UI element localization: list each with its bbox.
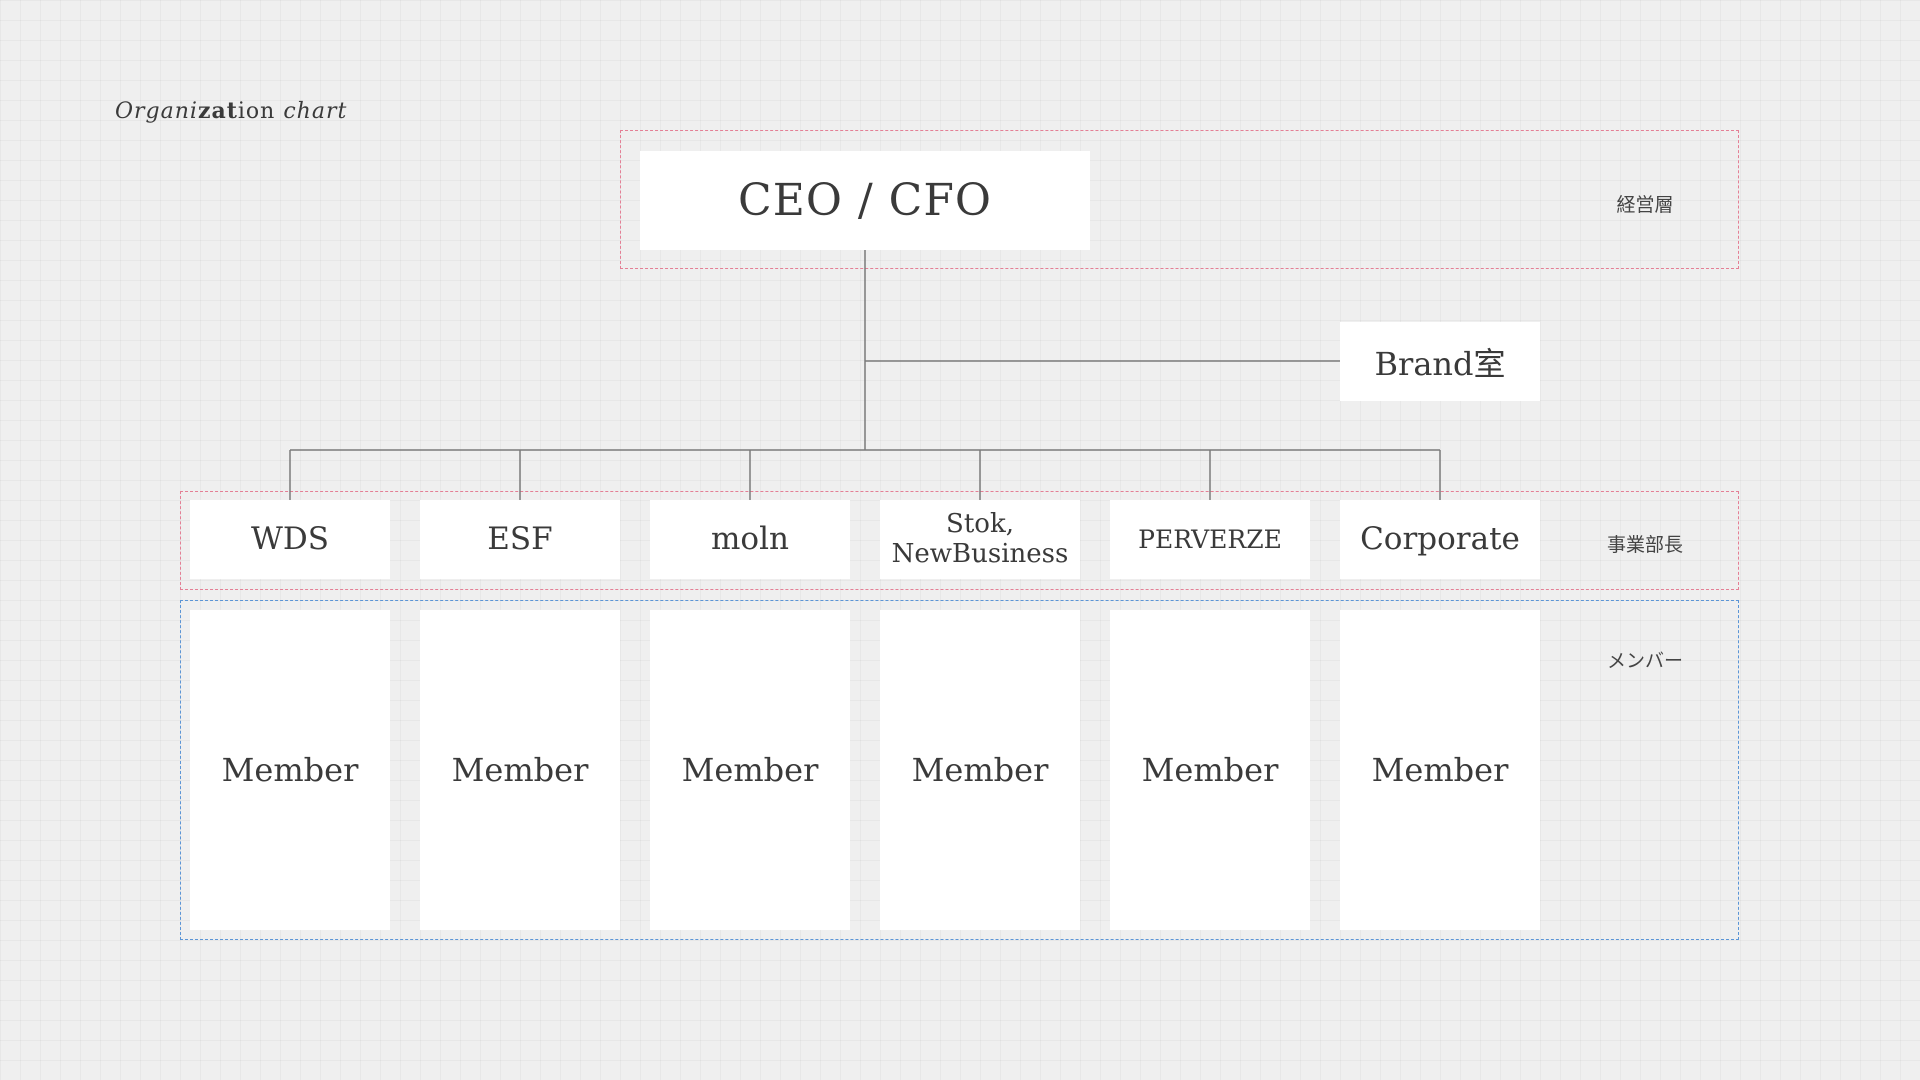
division-box-perverze: PERVERZE: [1110, 500, 1310, 579]
member-box-stok-newbusiness: Member: [880, 610, 1080, 930]
member-box-wds: Member: [190, 610, 390, 930]
division-box-corporate: Corporate: [1340, 500, 1540, 579]
member-box-perverze: Member: [1110, 610, 1310, 930]
title-part-1: Organi: [115, 99, 198, 124]
division-layer-label: 事業部長: [1606, 534, 1683, 556]
member-layer-frame: [180, 600, 1739, 940]
title-part-4: chart: [283, 99, 348, 124]
member-layer-label: メンバー: [1606, 650, 1683, 672]
division-box-wds: WDS: [190, 500, 390, 579]
division-box-stok-newbusiness: Stok, NewBusiness: [880, 500, 1080, 579]
division-box-esf: ESF: [420, 500, 620, 579]
management-layer-label: 経営層: [1616, 194, 1674, 216]
division-box-moln: moln: [650, 500, 850, 579]
management-layer-frame: [620, 130, 1739, 269]
division-layer-frame: [180, 491, 1739, 590]
title-part-2: zat: [197, 98, 238, 124]
ceo-cfo-box: CEO / CFO: [640, 151, 1090, 250]
brand-office-box: Brand室: [1340, 322, 1540, 401]
member-box-corporate: Member: [1340, 610, 1540, 930]
member-box-moln: Member: [650, 610, 850, 930]
title-part-3: ion: [237, 99, 284, 124]
member-box-esf: Member: [420, 610, 620, 930]
chart-title: Organization chart: [115, 98, 347, 124]
